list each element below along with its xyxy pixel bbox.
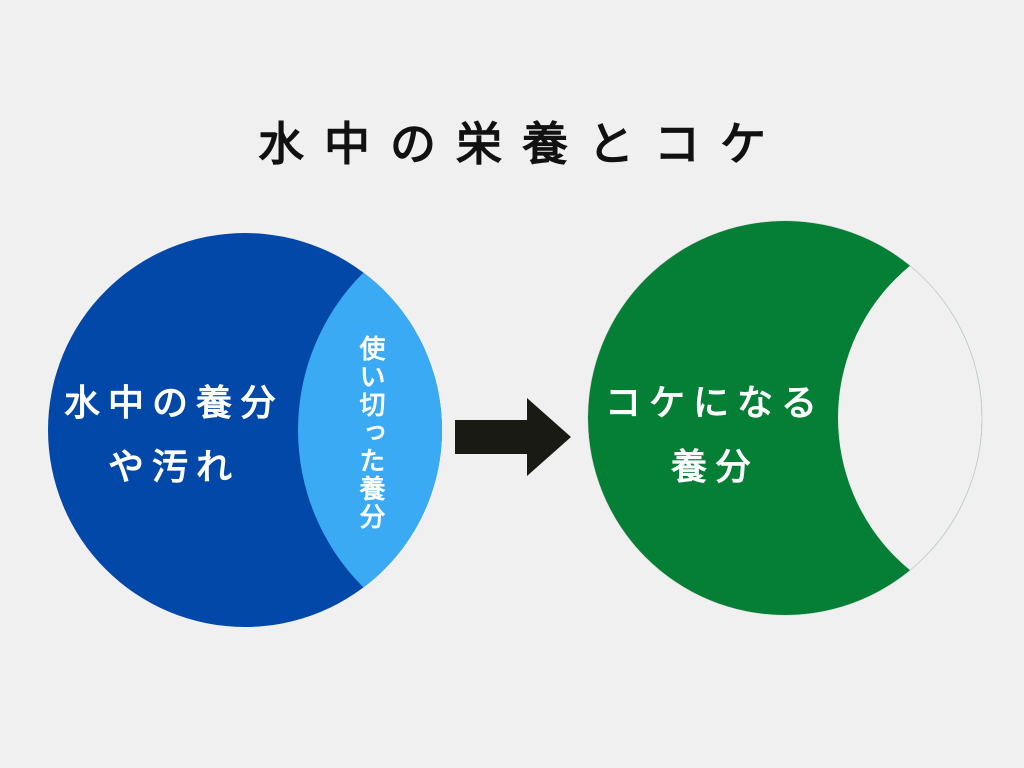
page-title: 水中の栄養とコケ xyxy=(258,117,786,171)
algae-nutrients-label-line: 養分 xyxy=(670,447,759,488)
used-nutrients-label: 使い切った養分 xyxy=(355,335,385,531)
algae-nutrients-label-line: コケになる xyxy=(604,383,825,424)
algae-nutrients-label: コケになる 養分 xyxy=(585,372,845,500)
water-nutrients-label: 水中の養分 や汚れ xyxy=(48,372,300,500)
right-arrow-icon xyxy=(455,398,571,476)
water-nutrients-label-line: 水中の養分 xyxy=(63,383,284,424)
algae-nutrients-crescent xyxy=(588,221,982,615)
water-nutrients-label-line: や汚れ xyxy=(107,447,240,488)
